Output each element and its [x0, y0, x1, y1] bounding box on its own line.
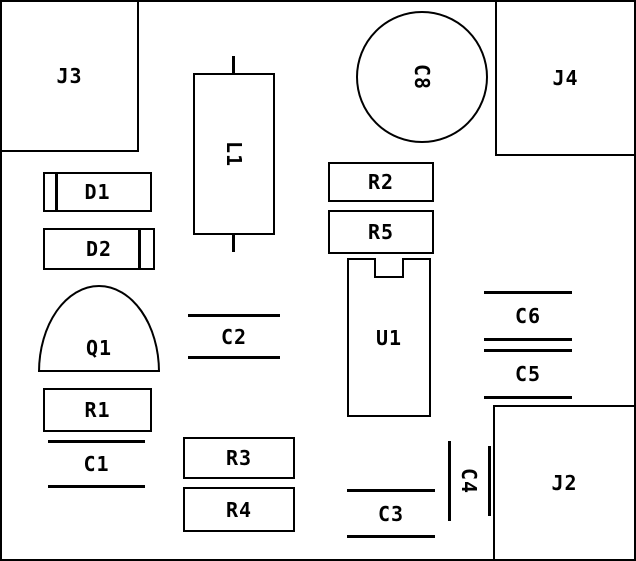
component-c6-label: C6 [514, 304, 542, 328]
c3-plate-bottom-line [347, 535, 435, 538]
c6-plate-bottom-line [484, 338, 572, 341]
component-j4-label: J4 [552, 66, 579, 90]
component-j2: J2 [493, 405, 634, 559]
component-r1: R1 [43, 388, 152, 432]
u1-pin1-notch [374, 258, 404, 278]
component-c1-label: C1 [83, 452, 110, 476]
c4-plate-left-line [448, 441, 451, 521]
l1-lead-bottom-line [232, 235, 235, 252]
d2-cathode-band [138, 230, 141, 268]
component-r2: R2 [328, 162, 434, 202]
c3-plate-top-line [347, 489, 435, 492]
component-j4: J4 [495, 2, 634, 156]
c4-plate-right-line [488, 446, 491, 516]
component-d2: D2 [43, 228, 155, 270]
component-r3-label: R3 [225, 446, 253, 470]
component-c5: C5 [484, 352, 572, 396]
d1-cathode-band [55, 174, 58, 210]
component-l1: L1 [193, 73, 275, 235]
component-c8: C8 [356, 11, 488, 143]
component-c6: C6 [484, 294, 572, 338]
l1-lead-top-line [232, 56, 235, 73]
c1-plate-top-line [48, 440, 145, 443]
component-d2-label: D2 [85, 237, 113, 261]
component-q1: Q1 [38, 285, 160, 372]
component-c4-label: C4 [457, 467, 482, 495]
component-r5-label: R5 [367, 220, 395, 244]
component-j2-label: J2 [551, 471, 578, 495]
component-c1: C1 [48, 443, 145, 485]
c5-plate-bottom-line [484, 396, 572, 399]
component-d1-label: D1 [84, 180, 111, 204]
component-r4: R4 [183, 487, 295, 532]
component-q1-label: Q1 [85, 336, 113, 360]
component-l1-label: L1 [222, 140, 246, 168]
component-j3: J3 [2, 2, 139, 152]
component-c5-label: C5 [514, 362, 542, 386]
c5-plate-top-line [484, 349, 572, 352]
component-r2-label: R2 [367, 170, 395, 194]
c1-plate-bottom-line [48, 485, 145, 488]
component-c3: C3 [347, 492, 435, 535]
c2-plate-bottom-line [188, 356, 280, 359]
component-u1: U1 [347, 258, 431, 417]
component-d1: D1 [43, 172, 152, 212]
component-r4-label: R4 [225, 497, 253, 522]
component-c2: C2 [188, 317, 280, 356]
component-r5: R5 [328, 210, 434, 254]
c2-plate-top-line [188, 314, 280, 317]
component-c3-label: C3 [377, 501, 405, 526]
component-c8-label: C8 [410, 63, 434, 91]
c6-plate-top-line [484, 291, 572, 294]
component-c4: C4 [451, 441, 488, 521]
component-j3-label: J3 [56, 64, 83, 88]
component-r1-label: R1 [84, 398, 111, 422]
component-c2-label: C2 [220, 324, 248, 349]
component-r3: R3 [183, 437, 295, 479]
component-u1-label: U1 [375, 325, 403, 350]
